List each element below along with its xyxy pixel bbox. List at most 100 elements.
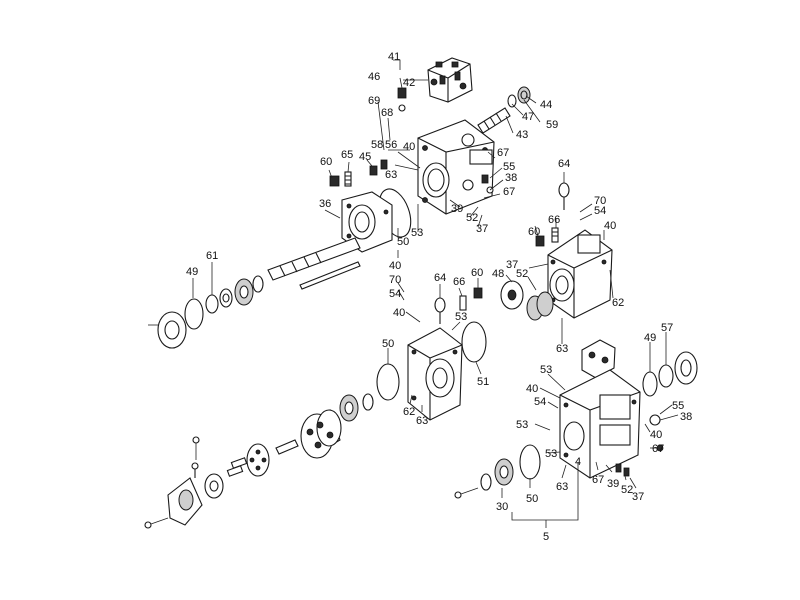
callout-56: 56: [385, 139, 397, 151]
callout-67-lower: 67: [652, 443, 664, 455]
spring-66-right: [551, 227, 559, 243]
callout-40-right: 40: [604, 220, 616, 232]
callout-30: 30: [496, 501, 508, 513]
lower-rear-cover: [674, 351, 698, 385]
plug-45: [369, 165, 378, 176]
callout-labels: 41 46 42 44 47 59 43 69 68 58 56 40 45 6…: [186, 51, 692, 543]
callout-53-mid: 53: [455, 311, 467, 323]
callout-37-top: 37: [476, 223, 488, 235]
screw-bottom-right: [454, 487, 479, 499]
plug-58: [380, 159, 388, 170]
callout-70-right: 70: [594, 195, 606, 207]
top-housing: [417, 119, 495, 215]
spring-66-mid: [459, 295, 467, 311]
valve-plate-mid: [339, 393, 374, 422]
callout-55-top: 55: [503, 161, 515, 173]
callout-67-top2: 67: [503, 186, 515, 198]
callout-64-mid: 64: [434, 272, 446, 284]
callout-57: 57: [661, 322, 673, 334]
callout-51: 51: [477, 376, 489, 388]
o-ring-51: [461, 321, 487, 363]
callout-38-lower: 38: [680, 411, 692, 423]
callout-45: 45: [359, 151, 371, 163]
callout-63-lower: 63: [556, 481, 568, 493]
callout-63-mid: 63: [416, 415, 428, 427]
coupling-52: [526, 291, 554, 321]
bearing-front: [234, 275, 264, 306]
bearing-small: [219, 288, 233, 308]
callout-67-lower2: 67: [592, 474, 604, 486]
callout-62-mid: 62: [403, 406, 415, 418]
callout-40-lower: 40: [526, 383, 538, 395]
long-pin: [299, 261, 361, 290]
spring-pack: [275, 439, 299, 455]
seal-61: [205, 294, 219, 314]
callout-37-lower: 37: [632, 491, 644, 503]
retainer-plate: [246, 443, 270, 477]
plug-60-mid: [473, 287, 483, 299]
right-upper-housing: [547, 229, 613, 319]
callout-53-top: 53: [411, 227, 423, 239]
callout-4: 4: [575, 456, 581, 468]
callout-62-right: 62: [612, 297, 624, 309]
callout-54-right: 54: [594, 205, 606, 217]
callout-43: 43: [516, 129, 528, 141]
o-ring-50-lower: [519, 444, 541, 480]
main-shaft: [267, 237, 361, 281]
callout-69: 69: [368, 95, 380, 107]
callout-50-top: 50: [397, 236, 409, 248]
middle-housing: [407, 327, 463, 421]
callout-50-mid: 50: [382, 338, 394, 350]
regulator-block: [427, 57, 473, 103]
callout-42: 42: [403, 77, 415, 89]
o-ring-49-right: [642, 371, 658, 397]
callout-63-right: 63: [556, 343, 568, 355]
callout-54-mid: 54: [389, 288, 401, 300]
callout-38-top: 38: [505, 172, 517, 184]
callout-37-right: 37: [506, 259, 518, 271]
callout-55-lower: 55: [672, 400, 684, 412]
spring-65: [344, 171, 352, 187]
cylinder-block: [300, 409, 342, 459]
piston-shoes: [226, 457, 248, 477]
callout-50-lower: 50: [526, 493, 538, 505]
eye-bolt-64-right: [558, 182, 570, 210]
callout-66-right: 66: [548, 214, 560, 226]
callout-68: 68: [381, 107, 393, 119]
callout-65: 65: [341, 149, 353, 161]
callout-39-top: 39: [451, 203, 463, 215]
callout-52-top: 52: [466, 212, 478, 224]
spool-43: [477, 107, 511, 134]
callout-40-top: 40: [403, 141, 415, 153]
callout-58: 58: [371, 139, 383, 151]
callout-70-mid: 70: [389, 274, 401, 286]
gear-48: [500, 280, 524, 310]
callout-59: 59: [546, 119, 558, 131]
callout-41: 41: [388, 51, 400, 63]
callout-52-lower: 52: [621, 484, 633, 496]
swash-washer: [204, 473, 224, 499]
bearing-30: [480, 458, 514, 491]
callout-40-lower-right: 40: [650, 429, 662, 441]
lower-regulator: [581, 339, 616, 379]
callout-53-lower2: 53: [516, 419, 528, 431]
screw-bottom-left: [144, 517, 169, 529]
callout-54-lower: 54: [534, 396, 546, 408]
eye-bolt-64-mid: [434, 297, 446, 324]
front-cover: [341, 191, 393, 253]
o-ring-47: [507, 94, 517, 108]
callout-60-top: 60: [320, 156, 332, 168]
small-fitting-42: [397, 87, 407, 112]
callout-40-mid: 40: [393, 307, 405, 319]
plug-44: [517, 86, 531, 104]
callout-40-midtop: 40: [389, 260, 401, 272]
callout-60-mid: 60: [471, 267, 483, 279]
callout-53-lower3: 53: [545, 448, 557, 460]
callout-52-right: 52: [516, 268, 528, 280]
swash-plate: [167, 462, 203, 526]
plug-60-top: [329, 175, 340, 187]
callout-48: 48: [492, 268, 504, 280]
leader-lines: [192, 59, 679, 528]
callout-49-left: 49: [186, 266, 198, 278]
